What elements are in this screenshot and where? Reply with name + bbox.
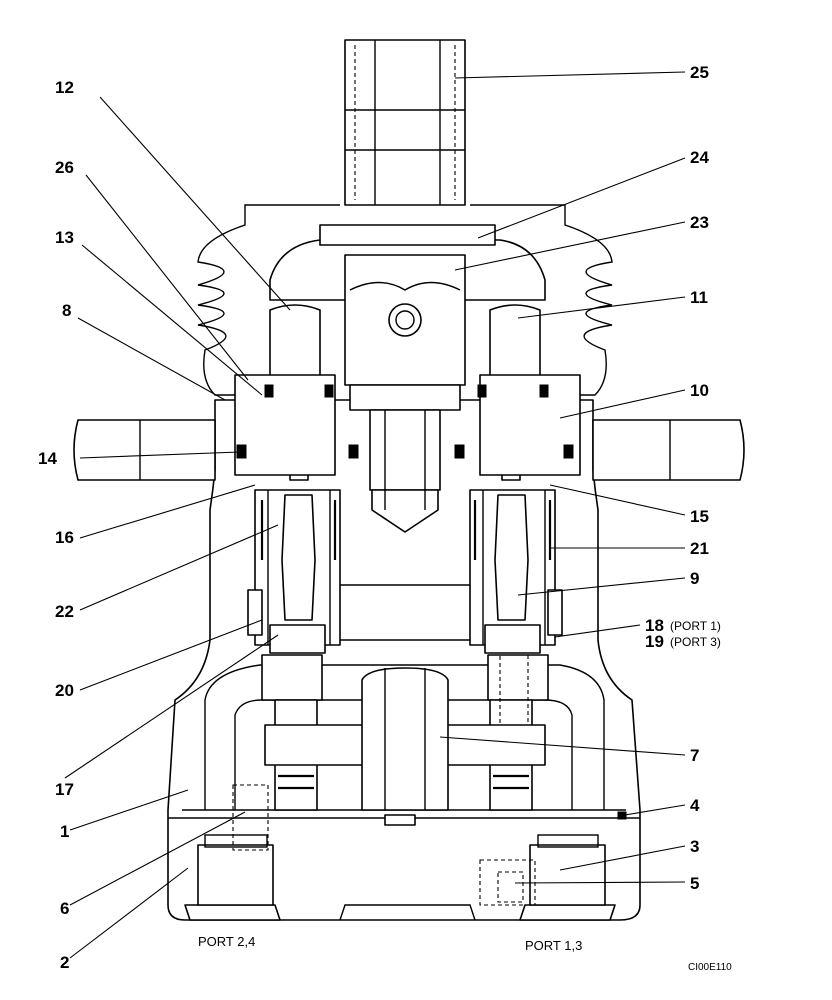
- callout-24: 24: [690, 148, 709, 167]
- callout-23: 23: [690, 213, 709, 232]
- callout-3: 3: [690, 837, 699, 856]
- callout-4: 4: [690, 796, 700, 815]
- callout-12: 12: [55, 78, 74, 97]
- callout-6: 6: [60, 899, 69, 918]
- callout-2: 2: [60, 953, 69, 972]
- callout-9: 9: [690, 569, 699, 588]
- callout-8: 8: [62, 301, 71, 320]
- right-port-plug: [479, 811, 627, 906]
- callout-26: 26: [55, 158, 74, 177]
- callout-14: 14: [38, 449, 57, 468]
- callout-25: 25: [690, 63, 709, 82]
- callout-5: 5: [690, 874, 699, 893]
- callout-21: 21: [690, 539, 709, 558]
- callout-11: 11: [690, 288, 708, 307]
- cam-yoke: [269, 224, 546, 411]
- left-spool: [247, 489, 341, 654]
- port-1-note: (PORT 1): [670, 619, 721, 633]
- left-port-plug: [197, 784, 274, 906]
- callout-17: 17: [55, 780, 74, 799]
- rubber-boot: [197, 204, 613, 396]
- plug-housings: [234, 374, 581, 476]
- callout-16: 16: [55, 528, 74, 547]
- port-label-left: PORT 2,4: [198, 934, 255, 949]
- callout-labels: 25 24 23 11 10 15 21 9 18 (PORT 1) 19 (P…: [38, 63, 721, 972]
- port-3-note: (PORT 3): [670, 635, 721, 649]
- callout-20: 20: [55, 681, 74, 700]
- callout-10: 10: [690, 381, 709, 400]
- callout-13: 13: [55, 228, 74, 247]
- callout-15: 15: [690, 507, 709, 526]
- center-plunger: [369, 409, 441, 533]
- leader-lines: [64, 71, 686, 959]
- callout-19: 19: [645, 632, 664, 651]
- port-label-right: PORT 1,3: [525, 938, 582, 953]
- handle-shaft: [344, 39, 466, 206]
- callout-18: 18: [645, 616, 664, 635]
- callout-22: 22: [55, 602, 74, 621]
- callout-7: 7: [690, 746, 699, 765]
- center-damper: [264, 667, 546, 826]
- callout-1: 1: [60, 822, 69, 841]
- figure-id: CI00E110: [688, 962, 732, 973]
- right-spool: [469, 489, 563, 654]
